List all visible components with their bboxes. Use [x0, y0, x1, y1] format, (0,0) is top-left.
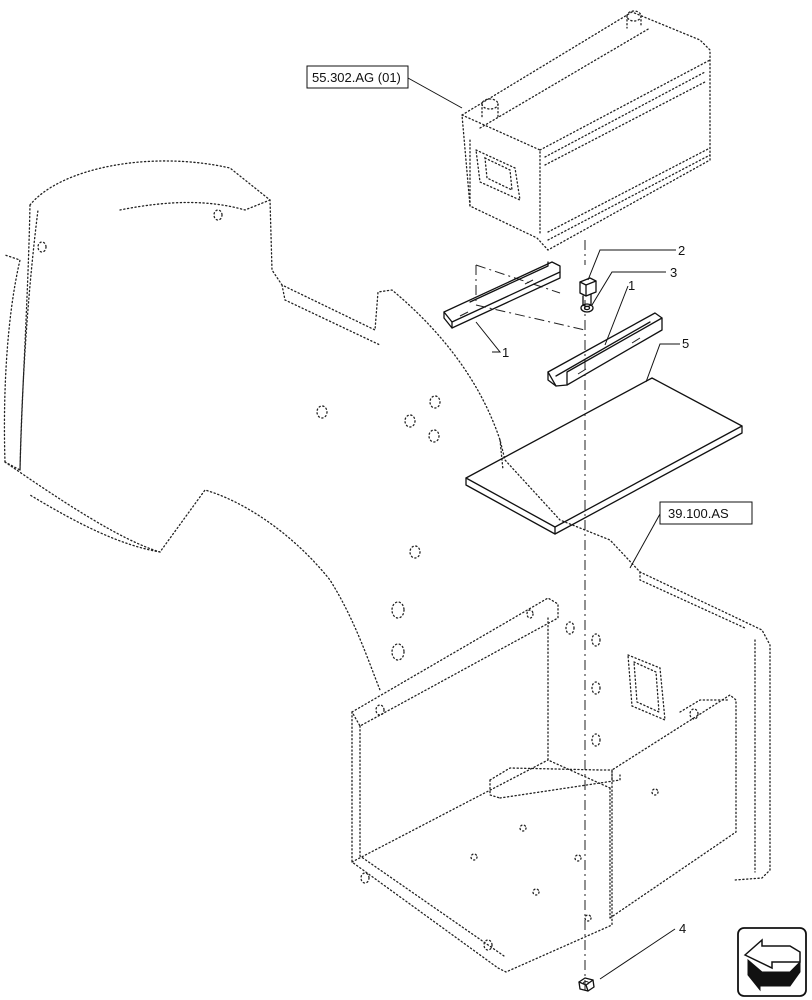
- clamp-right: [547, 312, 663, 387]
- frame-outline: [3, 160, 771, 881]
- leader-lines: [407, 77, 680, 980]
- frame-ref-label[interactable]: 39.100.AS: [659, 501, 753, 525]
- frame-ref-text: 39.100.AS: [668, 506, 729, 521]
- pad: [465, 377, 743, 535]
- nut: [578, 977, 595, 992]
- callout-washer: 3: [670, 265, 677, 280]
- callout-pad: 5: [682, 336, 689, 351]
- battery: [461, 10, 711, 251]
- washer: [580, 303, 594, 313]
- callout-clamp-right: 1: [628, 278, 635, 293]
- battery-ref-label[interactable]: 55.302.AG (01): [306, 65, 409, 89]
- callout-bolt: 2: [678, 243, 685, 258]
- arrow-icon[interactable]: [737, 927, 807, 997]
- battery-ref-text: 55.302.AG (01): [312, 70, 401, 85]
- clamp-left: [443, 261, 561, 329]
- bolt: [579, 277, 597, 308]
- battery-tray: [351, 597, 737, 973]
- center-line: [475, 240, 586, 990]
- callout-nut: 4: [679, 921, 686, 936]
- callout-clamp-left: 1: [502, 345, 509, 360]
